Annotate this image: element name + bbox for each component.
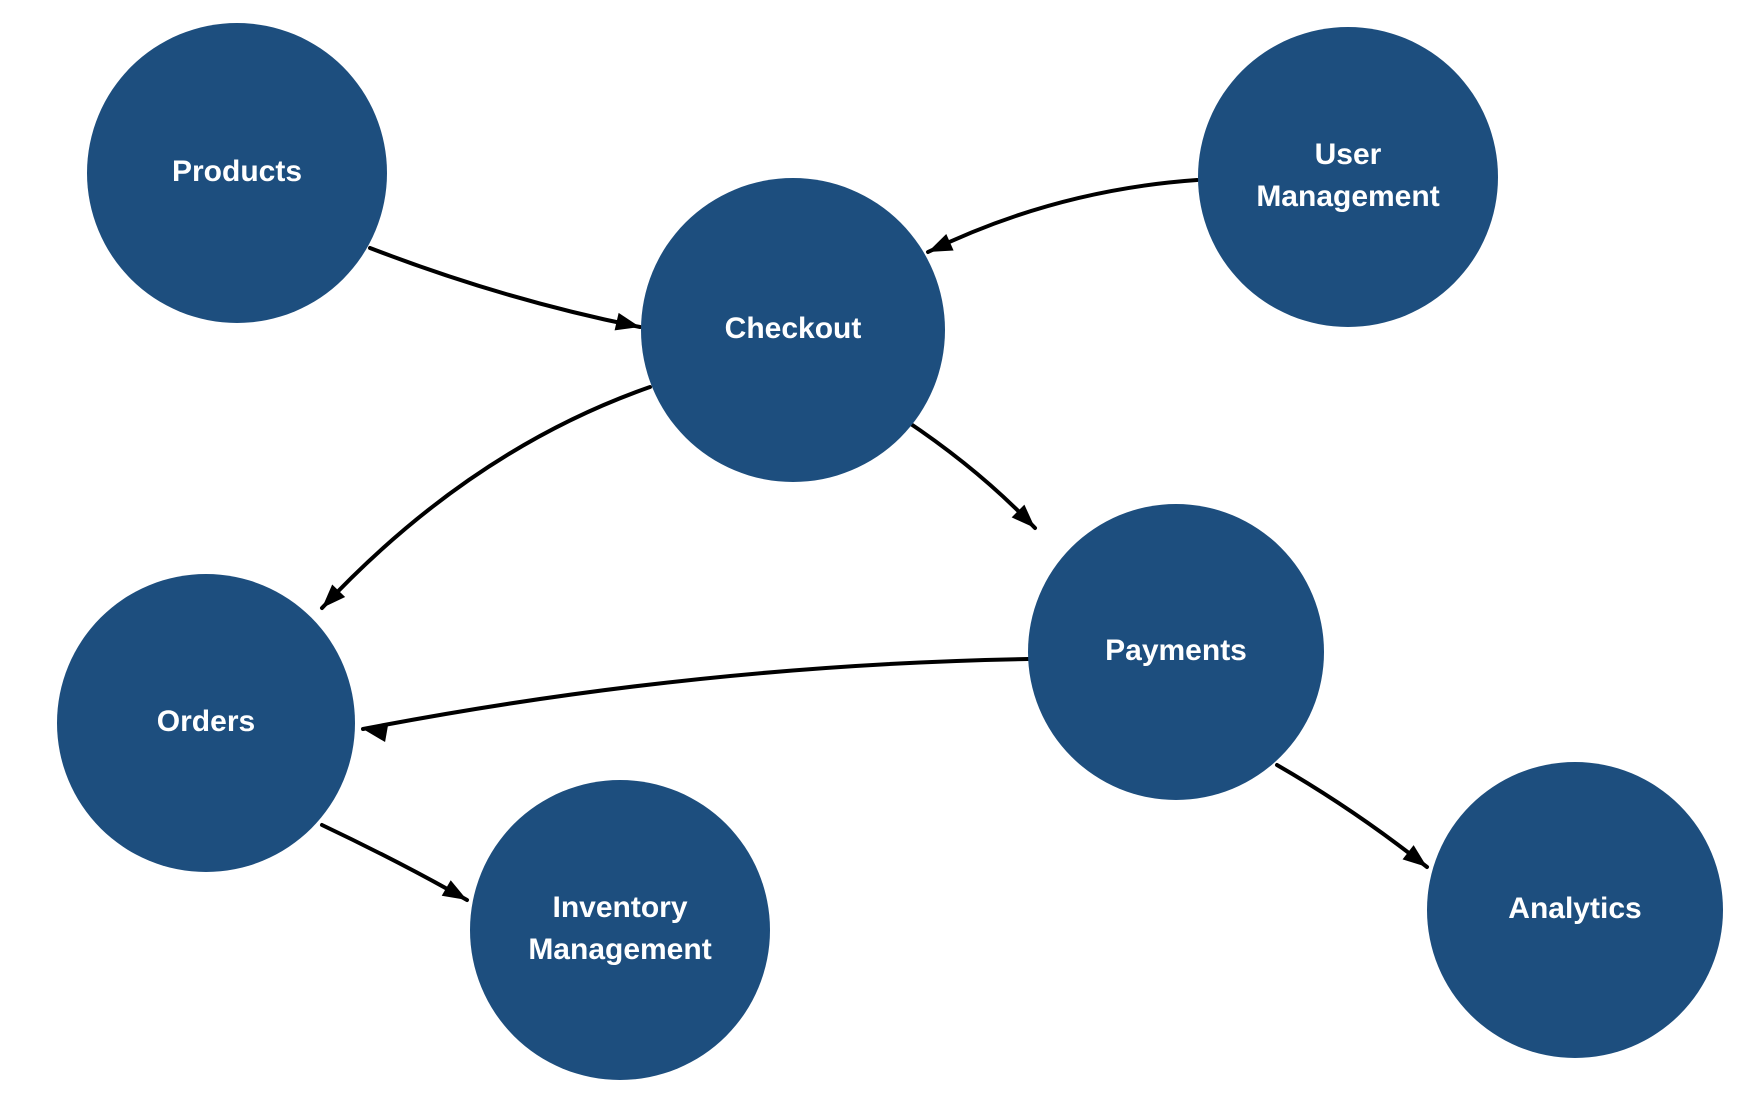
edges-layer (320, 178, 1429, 902)
node-circle[interactable] (1427, 762, 1723, 1058)
edge-line (903, 418, 1037, 530)
node-products[interactable]: Products (87, 23, 387, 323)
edge-line (926, 178, 1199, 254)
edge-line (368, 246, 642, 329)
node-circle[interactable] (470, 780, 770, 1080)
node-analytics[interactable]: Analytics (1427, 762, 1723, 1058)
arrow-head-icon (1011, 504, 1035, 528)
edge-line (361, 657, 1030, 731)
node-circle[interactable] (1198, 27, 1498, 327)
arrow-head-icon (928, 234, 954, 252)
node-orders[interactable]: Orders (57, 574, 355, 872)
edge-checkout-payments (903, 418, 1037, 530)
edge-orders-inventory (320, 823, 469, 902)
arrow-head-icon (1402, 845, 1427, 867)
edge-products-checkout (368, 246, 642, 331)
node-circle[interactable] (1028, 504, 1324, 800)
arrow-head-icon (363, 724, 389, 743)
edge-checkout-orders (320, 385, 652, 610)
node-circle[interactable] (87, 23, 387, 323)
arrow-head-icon (322, 584, 346, 608)
edge-payments-analytics (1275, 763, 1429, 869)
edge-usermgmt-checkout (926, 178, 1199, 254)
edge-line (320, 823, 469, 902)
edge-line (1275, 763, 1429, 869)
node-circle[interactable] (57, 574, 355, 872)
edge-payments-orders (361, 657, 1030, 743)
arrow-head-icon (614, 312, 640, 331)
arrow-head-icon (441, 880, 467, 900)
node-circle[interactable] (641, 178, 945, 482)
node-payments[interactable]: Payments (1028, 504, 1324, 800)
node-checkout[interactable]: Checkout (641, 178, 945, 482)
edge-line (320, 385, 652, 610)
